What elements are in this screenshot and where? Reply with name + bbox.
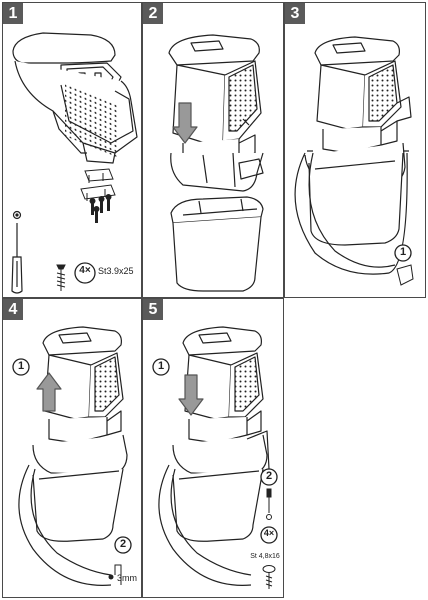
step-3-panel: 3 1 bbox=[284, 2, 426, 298]
step-1-panel: 1 bbox=[2, 2, 142, 298]
callout-circle-bottom bbox=[114, 536, 132, 554]
screw-count: 4× bbox=[79, 265, 91, 276]
step-number: 2 bbox=[143, 3, 163, 24]
callout-label: 1 bbox=[399, 246, 407, 258]
step-2-panel: 2 bbox=[142, 2, 284, 298]
screw-count: 4× bbox=[263, 528, 275, 538]
step-number: 1 bbox=[3, 3, 23, 24]
callout-circle bbox=[394, 244, 412, 262]
callout-label-bottom: 2 bbox=[119, 538, 127, 550]
callout-label-bottom: 2 bbox=[265, 470, 273, 482]
callout-label-top: 1 bbox=[17, 360, 25, 372]
callout-circle-top bbox=[152, 358, 170, 376]
step-4-illustration bbox=[12, 326, 132, 586]
step-3-illustration bbox=[294, 36, 414, 286]
measure-label: 3mm bbox=[117, 573, 137, 583]
step-1-illustration bbox=[11, 32, 138, 294]
screw-count-circle bbox=[74, 262, 96, 284]
step-number: 5 bbox=[143, 299, 163, 320]
screw-spec: St3.9x25 bbox=[98, 266, 134, 276]
step-number: 3 bbox=[285, 3, 305, 24]
step-number: 4 bbox=[3, 299, 23, 320]
callout-circle-top bbox=[12, 358, 30, 376]
step-2-illustration bbox=[168, 34, 264, 292]
callout-label-top: 1 bbox=[157, 360, 165, 372]
step-5-panel: 5 bbox=[142, 298, 284, 598]
callout-circle-bottom bbox=[260, 468, 278, 486]
screw-spec: St 4,8x16 bbox=[250, 553, 280, 560]
step-4-panel: 4 1 2 bbox=[2, 298, 142, 598]
step-5-illustration bbox=[152, 326, 278, 589]
screw-count-circle bbox=[260, 526, 278, 544]
